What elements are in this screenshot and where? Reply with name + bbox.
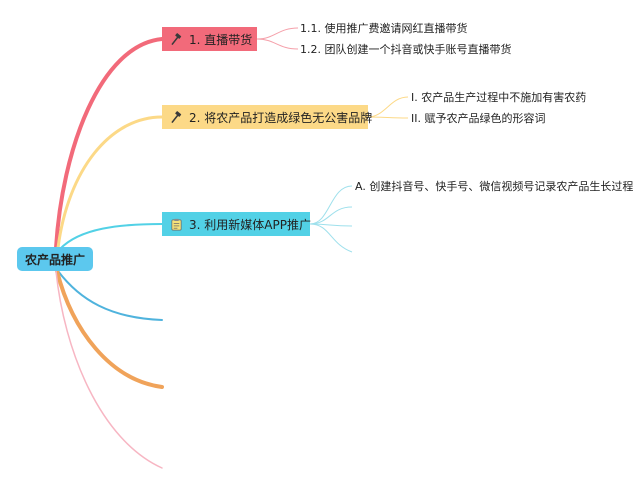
branch-1-label: 1. 直播带货	[189, 32, 253, 47]
leaf-2-1-label: I. 农产品生产过程中不施加有害农药	[411, 91, 587, 104]
connector-leaf-3-1	[309, 185, 353, 225]
leaf-node-1-2[interactable]: 1.2. 团队创建一个抖音或快手账号直播带货	[300, 41, 512, 57]
hammer-icon	[171, 32, 182, 45]
connector-leaf-1-1	[256, 27, 299, 40]
connector-leaf-3-4	[309, 223, 353, 253]
connector-leaf-3-2	[309, 206, 353, 225]
leaf-node-2-1[interactable]: I. 农产品生产过程中不施加有害农药	[411, 89, 586, 105]
connector-leaf-2-1	[367, 96, 409, 118]
connector-leaf-2-2	[367, 116, 409, 119]
hammer-icon	[171, 110, 182, 123]
connector-branch-4	[57, 270, 163, 321]
clipboard-icon	[171, 218, 182, 230]
leaf-node-2-2[interactable]: II. 赋予农产品绿色的形容词	[411, 110, 545, 126]
root-label: 农产品推广	[24, 252, 85, 267]
branch-node-2[interactable]: 2. 将农产品打造成绿色无公害品牌	[162, 105, 372, 129]
connector-branch-6	[55, 270, 163, 469]
leaf-1-2-label: 1.2. 团队创建一个抖音或快手账号直播带货	[300, 43, 512, 56]
leaf-1-1-label: 1.1. 使用推广费邀请网红直播带货	[300, 22, 468, 35]
connector-branch-2	[56, 115, 164, 250]
root-node[interactable]: 农产品推广	[17, 247, 93, 271]
leaf-2-2-label: II. 赋予农产品绿色的形容词	[411, 112, 546, 125]
connector-branch-1	[54, 37, 164, 250]
connector-branch-5	[55, 269, 164, 389]
branch-3-label: 3. 利用新媒体APP推广	[189, 217, 311, 232]
branch-node-3[interactable]: 3. 利用新媒体APP推广	[162, 212, 311, 236]
connector-leaf-1-2	[256, 38, 299, 50]
connector-branch-3	[59, 223, 163, 250]
leaf-node-3-1[interactable]: A. 创建抖音号、快手号、微信视频号记录农产品生长过程	[355, 178, 633, 194]
leaf-3-1-label: A. 创建抖音号、快手号、微信视频号记录农产品生长过程	[355, 180, 634, 193]
branch-node-1[interactable]: 1. 直播带货	[162, 27, 257, 51]
leaf-node-1-1[interactable]: 1.1. 使用推广费邀请网红直播带货	[300, 20, 468, 36]
branch-2-label: 2. 将农产品打造成绿色无公害品牌	[189, 110, 373, 125]
